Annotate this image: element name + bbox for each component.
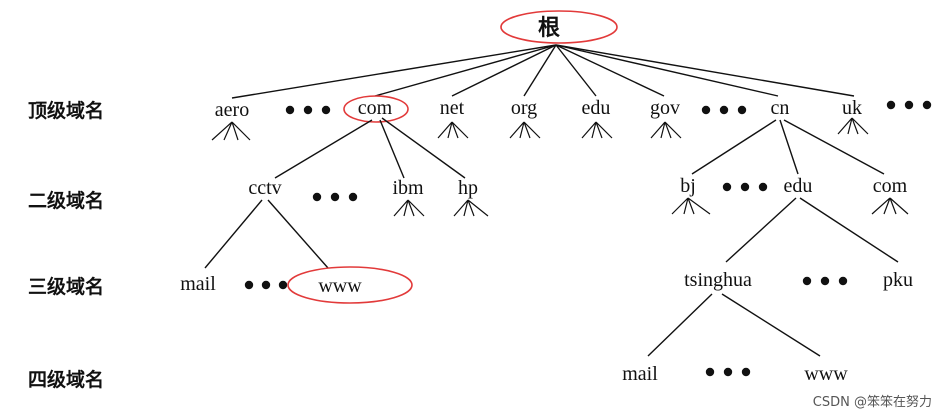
- subtree-fans: [211, 117, 909, 217]
- root-highlight-ellipse: [500, 10, 618, 44]
- second-cctv: cctv: [248, 177, 281, 199]
- third-tsinghua: tsinghua: [684, 269, 752, 291]
- root-node: 根: [538, 16, 560, 41]
- second-hp: hp: [458, 177, 478, 199]
- tld-cn: cn: [771, 97, 790, 119]
- tld-aero: aero: [215, 99, 249, 121]
- watermark: CSDN @笨笨在努力: [813, 394, 932, 410]
- tld-uk: uk: [842, 97, 862, 119]
- fourth-mail: mail: [622, 363, 658, 385]
- root-edges: [231, 44, 855, 99]
- level-label-top: 顶级域名: [28, 99, 104, 122]
- level-label-fourth: 四级域名: [28, 368, 104, 391]
- tld-com: com: [358, 97, 393, 119]
- second-ibm: ibm: [392, 177, 424, 199]
- second-com: com: [873, 175, 908, 197]
- tld-net: net: [440, 97, 465, 119]
- fourth-www: www: [804, 363, 848, 385]
- third-pku: pku: [883, 269, 913, 291]
- cn-edges: [691, 119, 885, 175]
- cctv-edges: [204, 199, 329, 269]
- tsinghua-edges: [647, 293, 821, 357]
- com-edges: [274, 117, 466, 179]
- www-highlight-ellipse: [287, 266, 413, 304]
- tld-edu: edu: [582, 97, 611, 119]
- level-label-second: 二级域名: [28, 189, 104, 212]
- level-label-third: 三级域名: [28, 275, 104, 298]
- tld-gov: gov: [650, 97, 680, 119]
- second-edu: edu: [784, 175, 813, 197]
- edu-edges: [725, 197, 899, 263]
- second-bj: bj: [680, 175, 696, 197]
- ellipsis-dots: [244, 100, 932, 377]
- third-www: www: [318, 275, 362, 297]
- com-highlight-ellipse: [343, 95, 409, 123]
- third-mail: mail: [180, 273, 216, 295]
- tld-org: org: [511, 97, 537, 119]
